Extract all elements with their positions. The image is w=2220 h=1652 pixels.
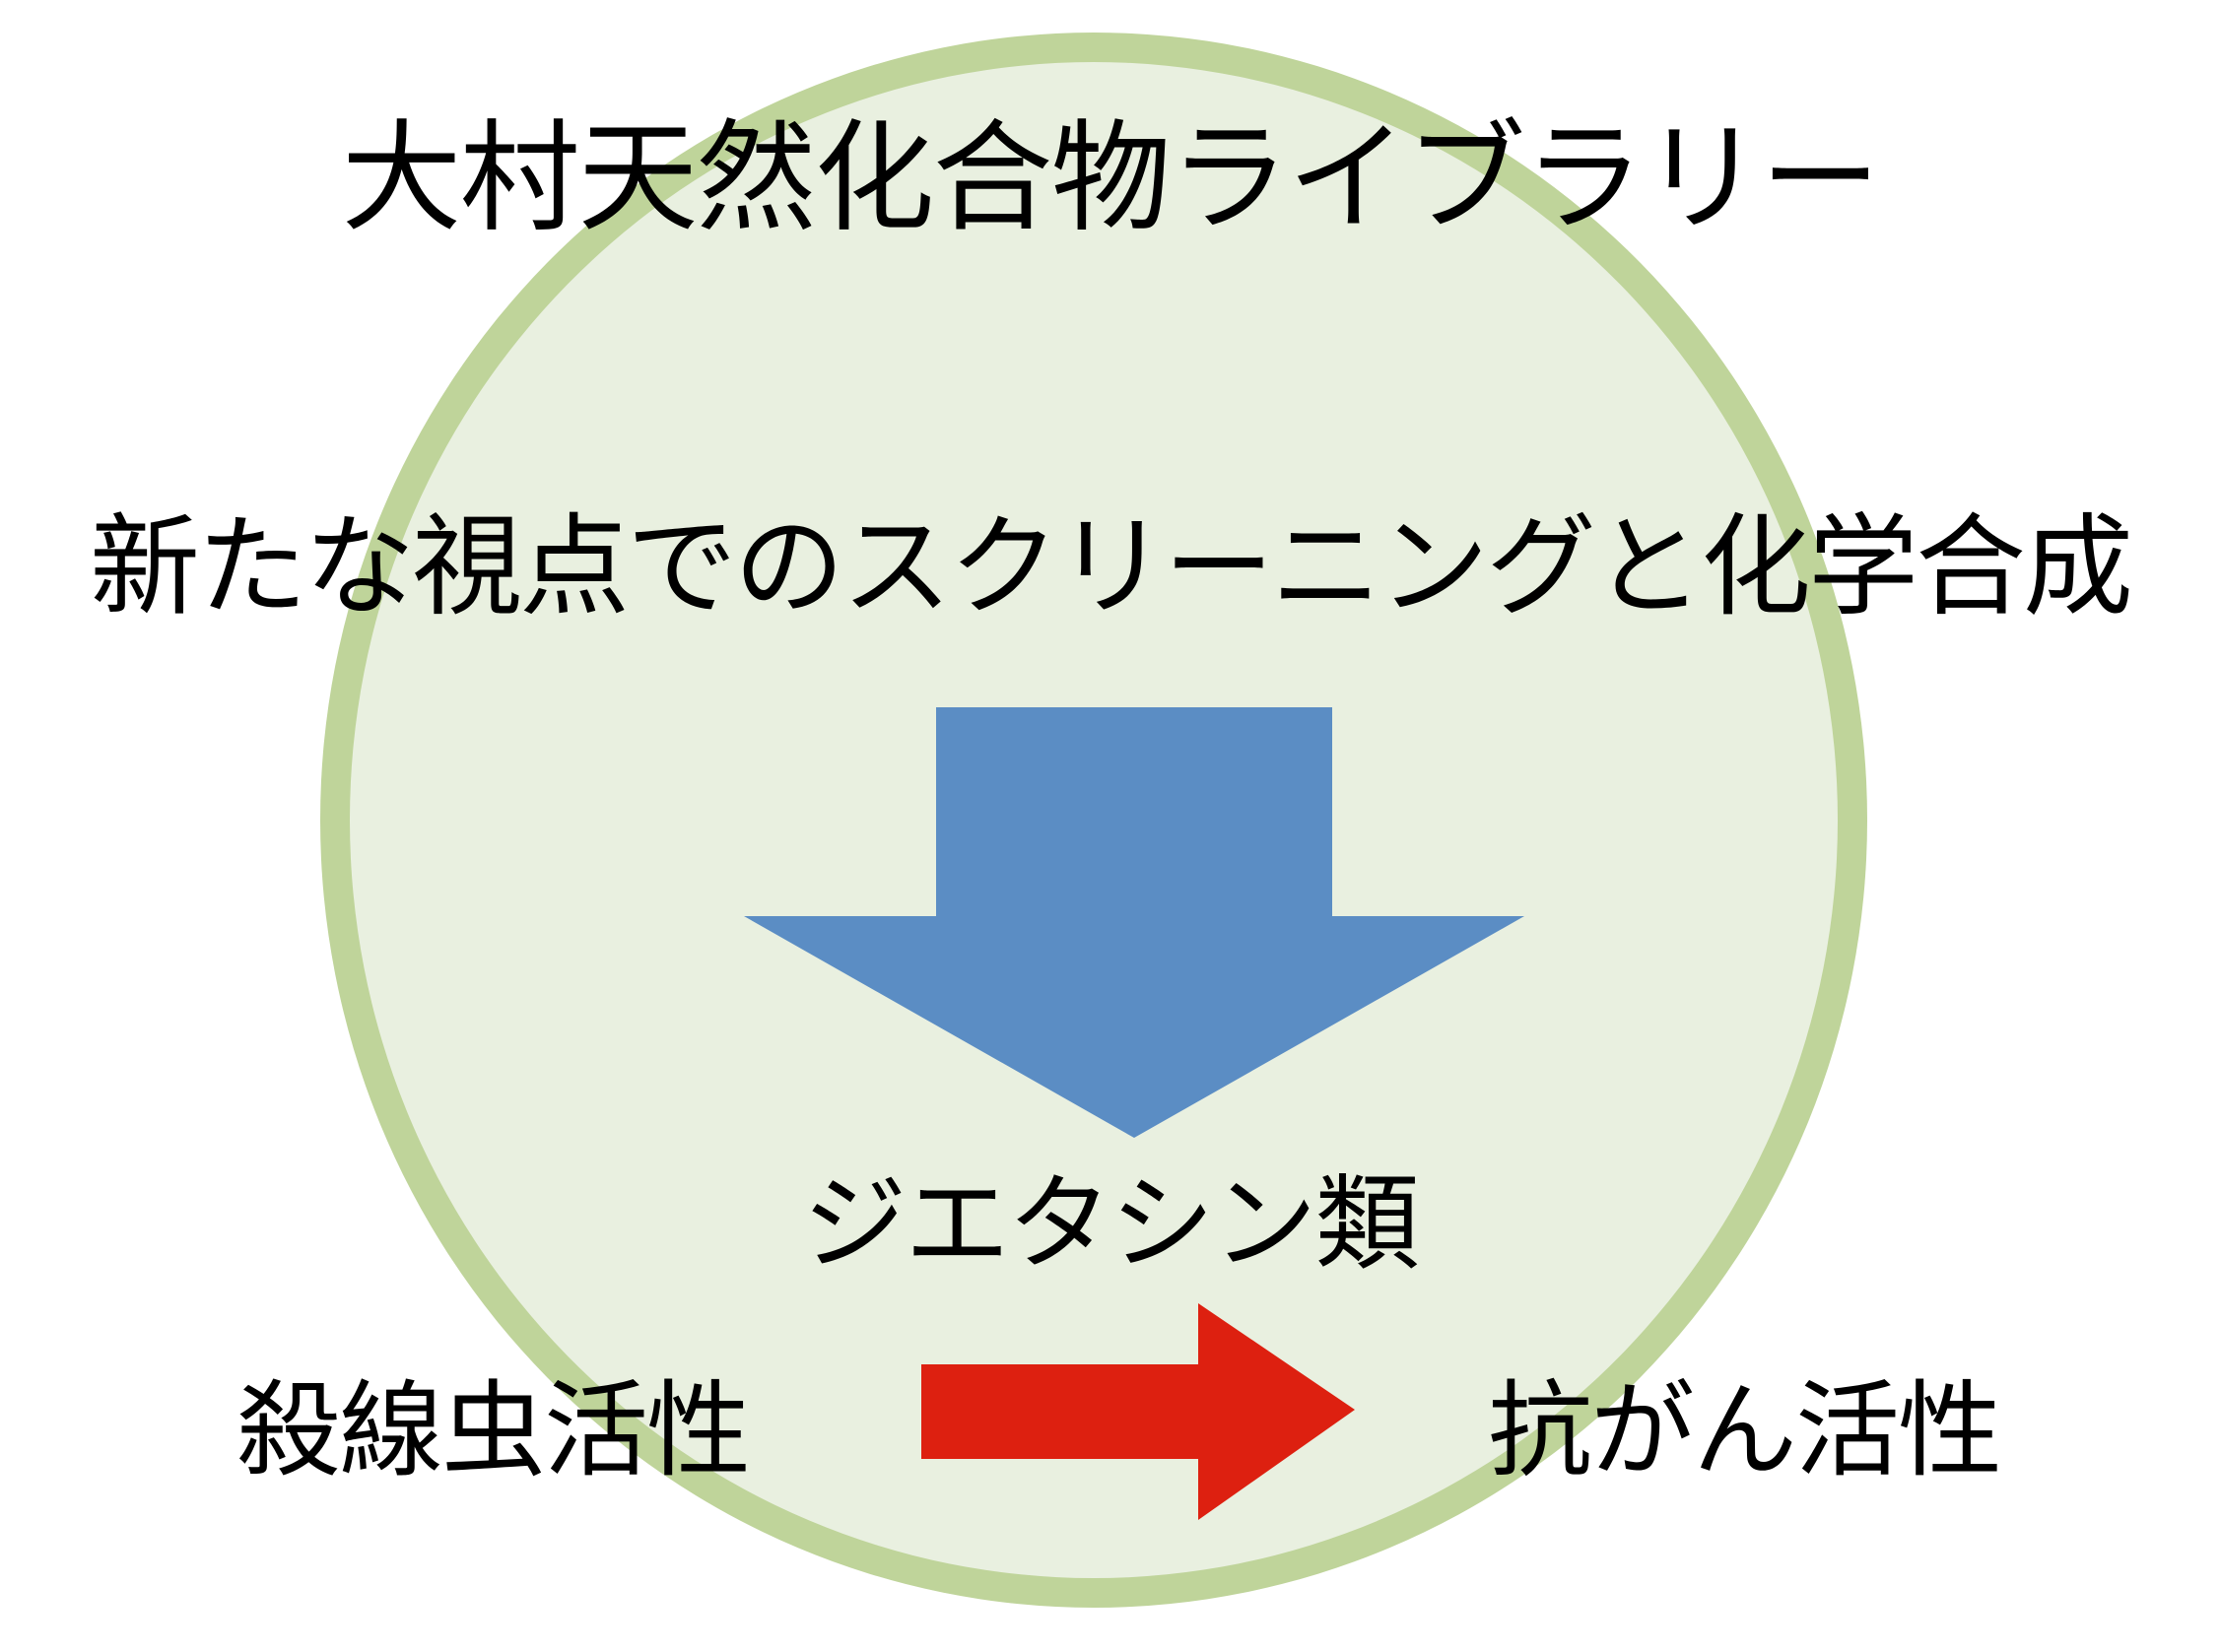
right-activity-label: 抗がん活性	[1488, 1370, 2002, 1491]
arrow-right-icon	[921, 1303, 1355, 1520]
page-title: 大村天然化合物ライブラリー	[341, 108, 1881, 248]
product-label: ジエタシン類	[802, 1163, 1420, 1285]
arrow-down-icon	[744, 707, 1524, 1138]
approach-label: 新たな視点でのスクリーニングと化学合成	[90, 503, 2133, 631]
left-activity-label: 殺線虫活性	[236, 1370, 751, 1491]
